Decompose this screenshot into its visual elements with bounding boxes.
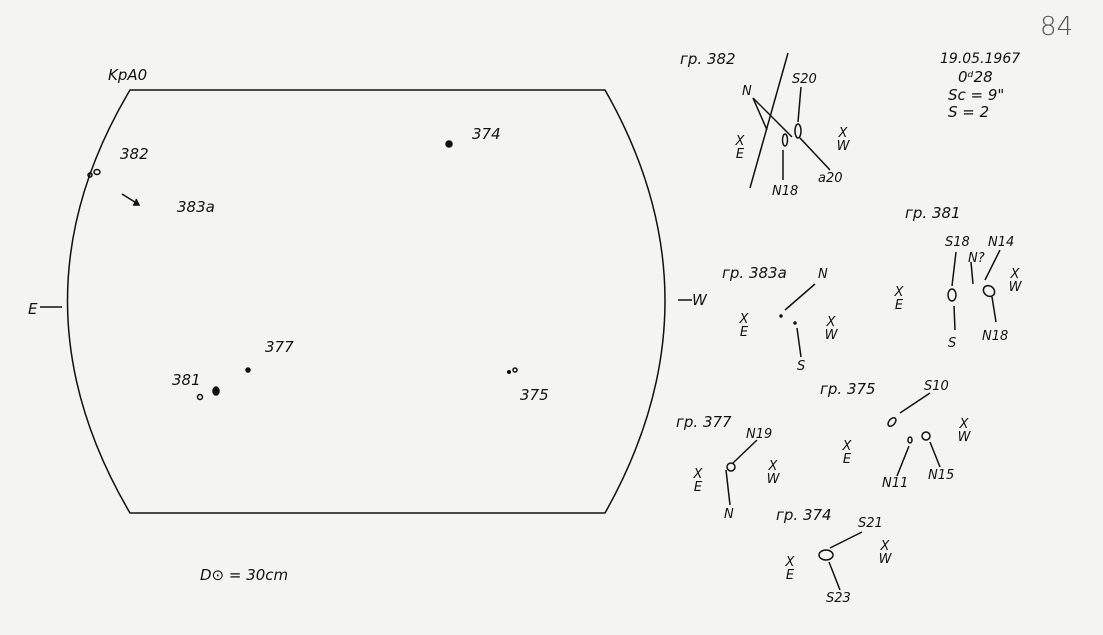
group-label: N14 xyxy=(988,235,1015,250)
disk-diameter: D⊙ = 30cm xyxy=(200,566,289,584)
group-label: S xyxy=(797,359,806,374)
observation-time: 0ᵈ28 xyxy=(958,68,993,86)
disk-spots xyxy=(87,140,518,401)
group-377-lines xyxy=(725,439,758,506)
group-label: N19 xyxy=(746,427,773,442)
group-label: N xyxy=(724,507,734,522)
disk-east-label: E xyxy=(28,300,38,318)
group-title: гр. 383a xyxy=(722,264,787,282)
group-label: N15 xyxy=(928,468,955,483)
observation-date: 19.05.1967 xyxy=(940,51,1021,67)
group-label: S23 xyxy=(826,591,851,606)
group-label: N xyxy=(742,84,752,99)
disk-group-label: 375 xyxy=(520,386,549,404)
group-label: N11 xyxy=(882,476,909,491)
group-label: S18 xyxy=(945,235,970,250)
disk-west-label: W xyxy=(692,291,707,309)
group-381-lines xyxy=(947,249,1001,331)
group-title: гр. 377 xyxy=(676,413,732,431)
group-375-lines xyxy=(887,392,941,477)
group-title: гр. 382 xyxy=(680,50,736,68)
group-label: N? xyxy=(968,251,985,266)
group-label: S10 xyxy=(924,379,949,394)
group-383a-lines xyxy=(779,283,816,358)
group-label: N xyxy=(818,267,828,282)
group-title: гр. 381 xyxy=(905,204,961,222)
disk-group-label: 374 xyxy=(472,125,501,143)
group-374-lines xyxy=(818,531,863,591)
group-382-lines xyxy=(749,52,831,189)
group-title: гр. 374 xyxy=(776,506,832,524)
disk-group-label: 377 xyxy=(265,338,294,356)
page-number: 84 xyxy=(1040,12,1074,42)
group-title: гр. 375 xyxy=(820,380,876,398)
disk-group-label: 381 xyxy=(172,371,201,389)
group-label: N18 xyxy=(772,184,799,199)
disk-group-label: 383a xyxy=(177,198,215,216)
solar-disk-outline xyxy=(40,89,692,514)
group-label: S xyxy=(948,336,957,351)
group-label: a20 xyxy=(818,171,843,186)
group-label: S20 xyxy=(792,72,817,87)
group-label: N18 xyxy=(982,329,1009,344)
disk-title: KpA0 xyxy=(108,66,148,84)
group-label: S21 xyxy=(858,516,883,531)
disk-group-label: 382 xyxy=(120,145,149,163)
scale-value: Sc = 9" xyxy=(948,86,1005,104)
s-value: S = 2 xyxy=(948,103,990,121)
